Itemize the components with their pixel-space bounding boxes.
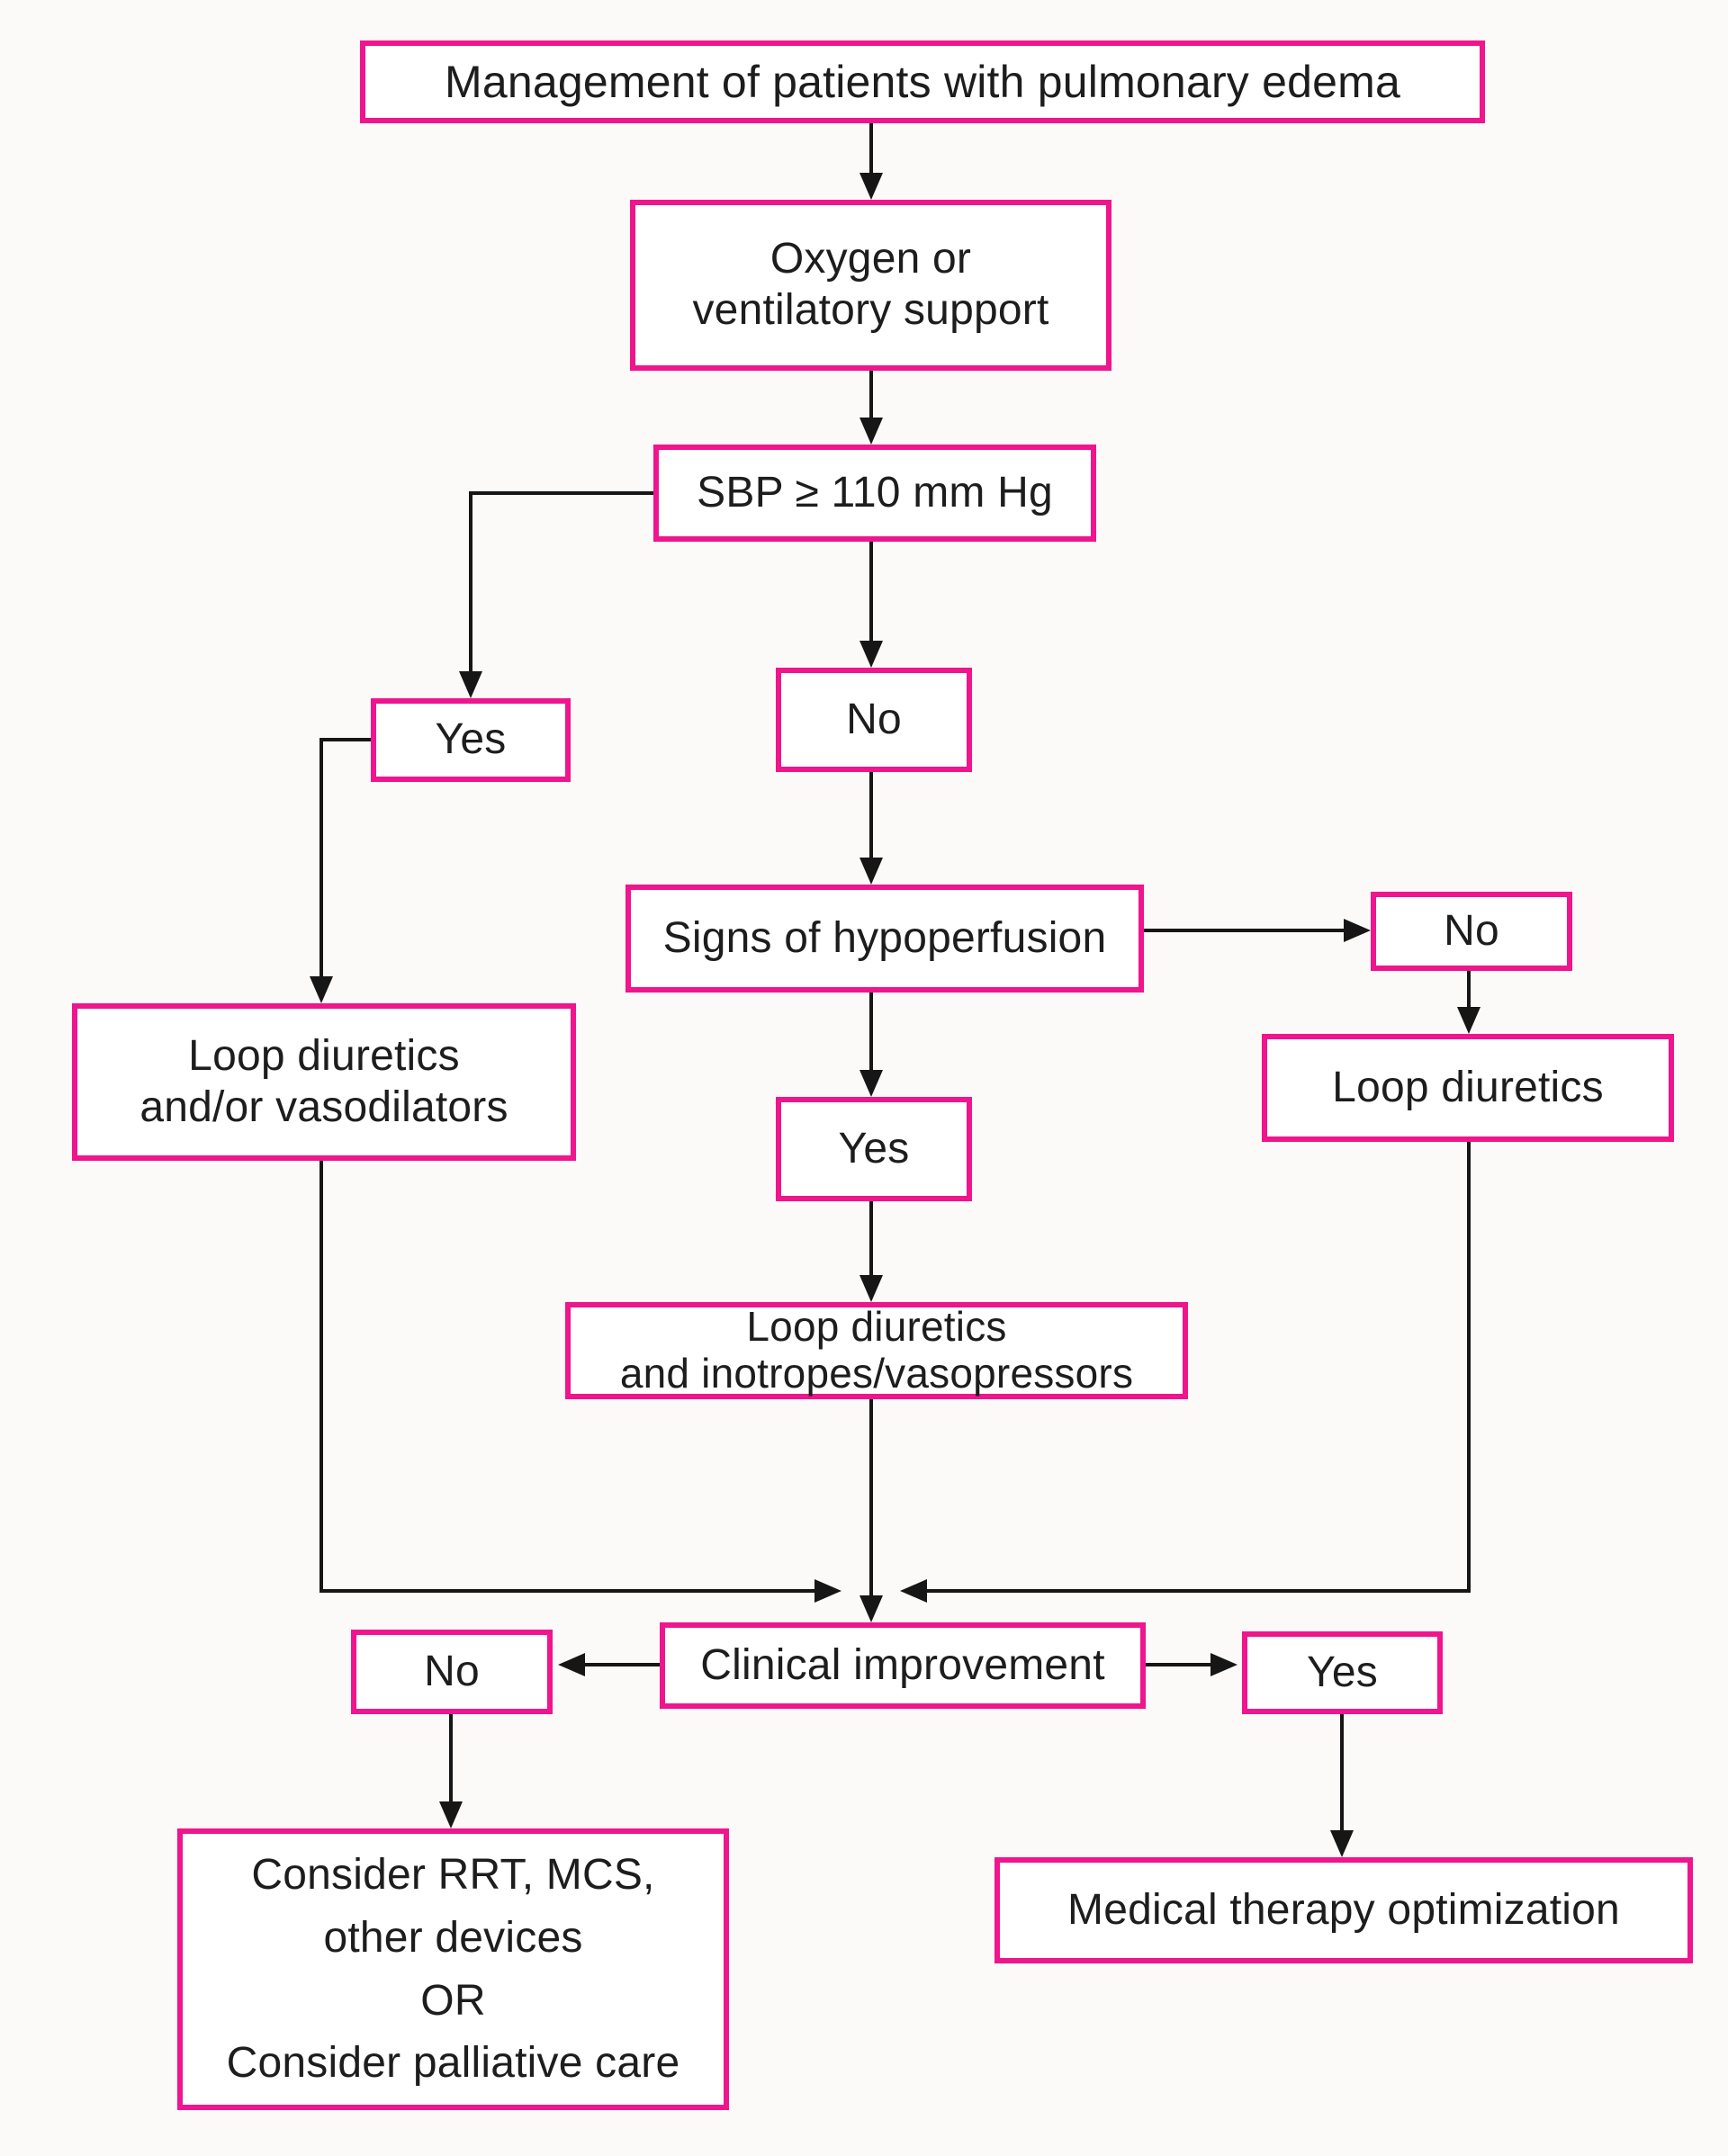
node-vasodilators-line2: and/or vasodilators bbox=[140, 1082, 508, 1131]
arrow-clinical-to-yes bbox=[1145, 1653, 1238, 1676]
arrow-loop-right-to-junction bbox=[900, 1141, 1471, 1603]
node-no-improvement: No bbox=[351, 1630, 553, 1714]
node-inotropes-line2: and inotropes/vasopressors bbox=[619, 1350, 1134, 1397]
arrow-clinical-to-no bbox=[558, 1653, 660, 1676]
node-signs-hypoperfusion: Signs of hypoperfusion bbox=[626, 885, 1144, 993]
node-clinical-improvement: Clinical improvement bbox=[660, 1622, 1146, 1709]
node-no-improvement-label: No bbox=[424, 1647, 480, 1695]
node-loop-diuretics-inotropes: Loop diuretics and inotropes/vasopressor… bbox=[565, 1302, 1188, 1399]
node-consider-line2: other devices bbox=[323, 1913, 583, 1962]
arrow-yes-to-medical bbox=[1330, 1713, 1354, 1857]
node-no-hypoperfusion: No bbox=[1371, 892, 1572, 971]
node-no-hypoperfusion-label: No bbox=[1444, 906, 1499, 955]
node-oxygen-line1: Oxygen or bbox=[770, 235, 972, 283]
node-title-label: Management of patients with pulmonary ed… bbox=[445, 56, 1400, 107]
node-yes-improvement-label: Yes bbox=[1307, 1648, 1378, 1696]
arrow-signs-to-no-right bbox=[1143, 919, 1371, 942]
arrow-title-to-oxygen bbox=[860, 121, 883, 200]
node-signs-label: Signs of hypoperfusion bbox=[662, 913, 1107, 962]
node-loop-diuretics-label: Loop diuretics bbox=[1332, 1063, 1604, 1111]
node-yes-sbp-label: Yes bbox=[435, 715, 507, 764]
node-inotropes-line1: Loop diuretics bbox=[746, 1303, 1007, 1351]
arrow-no-to-signs bbox=[860, 772, 883, 885]
arrow-signs-to-yes bbox=[860, 993, 883, 1097]
node-medical-label: Medical therapy optimization bbox=[1067, 1885, 1620, 1934]
node-sbp-label: SBP ≥ 110 mm Hg bbox=[697, 468, 1053, 517]
node-vasodilators-line1: Loop diuretics bbox=[188, 1031, 460, 1080]
arrow-yes-left-to-vasodilators bbox=[310, 738, 371, 1003]
arrow-vasodilators-to-junction bbox=[320, 1160, 842, 1603]
node-oxygen-line2: ventilatory support bbox=[692, 286, 1049, 334]
node-yes-improvement: Yes bbox=[1242, 1631, 1443, 1714]
arrow-sbp-to-yes bbox=[459, 491, 653, 698]
node-loop-diuretics-vasodilators: Loop diuretics and/or vasodilators bbox=[72, 1003, 576, 1161]
node-consider-line4: Consider palliative care bbox=[226, 2039, 680, 2088]
node-medical-therapy-optimization: Medical therapy optimization bbox=[994, 1857, 1693, 1963]
node-oxygen-support: Oxygen or ventilatory support bbox=[630, 200, 1112, 371]
arrow-no-to-consider bbox=[439, 1713, 463, 1828]
node-no-sbp: No bbox=[776, 668, 972, 772]
node-consider-rrt-mcs-palliative: Consider RRT, MCS, other devices OR Cons… bbox=[177, 1828, 729, 2110]
arrow-inotropes-to-clinical bbox=[860, 1397, 883, 1622]
node-loop-diuretics: Loop diuretics bbox=[1262, 1034, 1674, 1142]
node-sbp-check: SBP ≥ 110 mm Hg bbox=[653, 445, 1096, 542]
node-title: Management of patients with pulmonary ed… bbox=[360, 40, 1485, 123]
node-yes-sbp: Yes bbox=[371, 698, 571, 782]
arrow-no-right-to-loop-diuretics bbox=[1457, 969, 1480, 1034]
node-yes-hypoperfusion-label: Yes bbox=[838, 1124, 910, 1172]
node-consider-line3: OR bbox=[420, 1976, 486, 2025]
arrow-yes-to-inotropes bbox=[860, 1201, 883, 1302]
arrow-oxygen-to-sbp bbox=[860, 369, 883, 445]
arrow-sbp-to-no bbox=[860, 541, 883, 668]
node-yes-hypoperfusion: Yes bbox=[776, 1097, 972, 1201]
node-consider-line1: Consider RRT, MCS, bbox=[251, 1851, 655, 1900]
node-clinical-label: Clinical improvement bbox=[700, 1640, 1105, 1689]
node-no-sbp-label: No bbox=[846, 695, 902, 743]
